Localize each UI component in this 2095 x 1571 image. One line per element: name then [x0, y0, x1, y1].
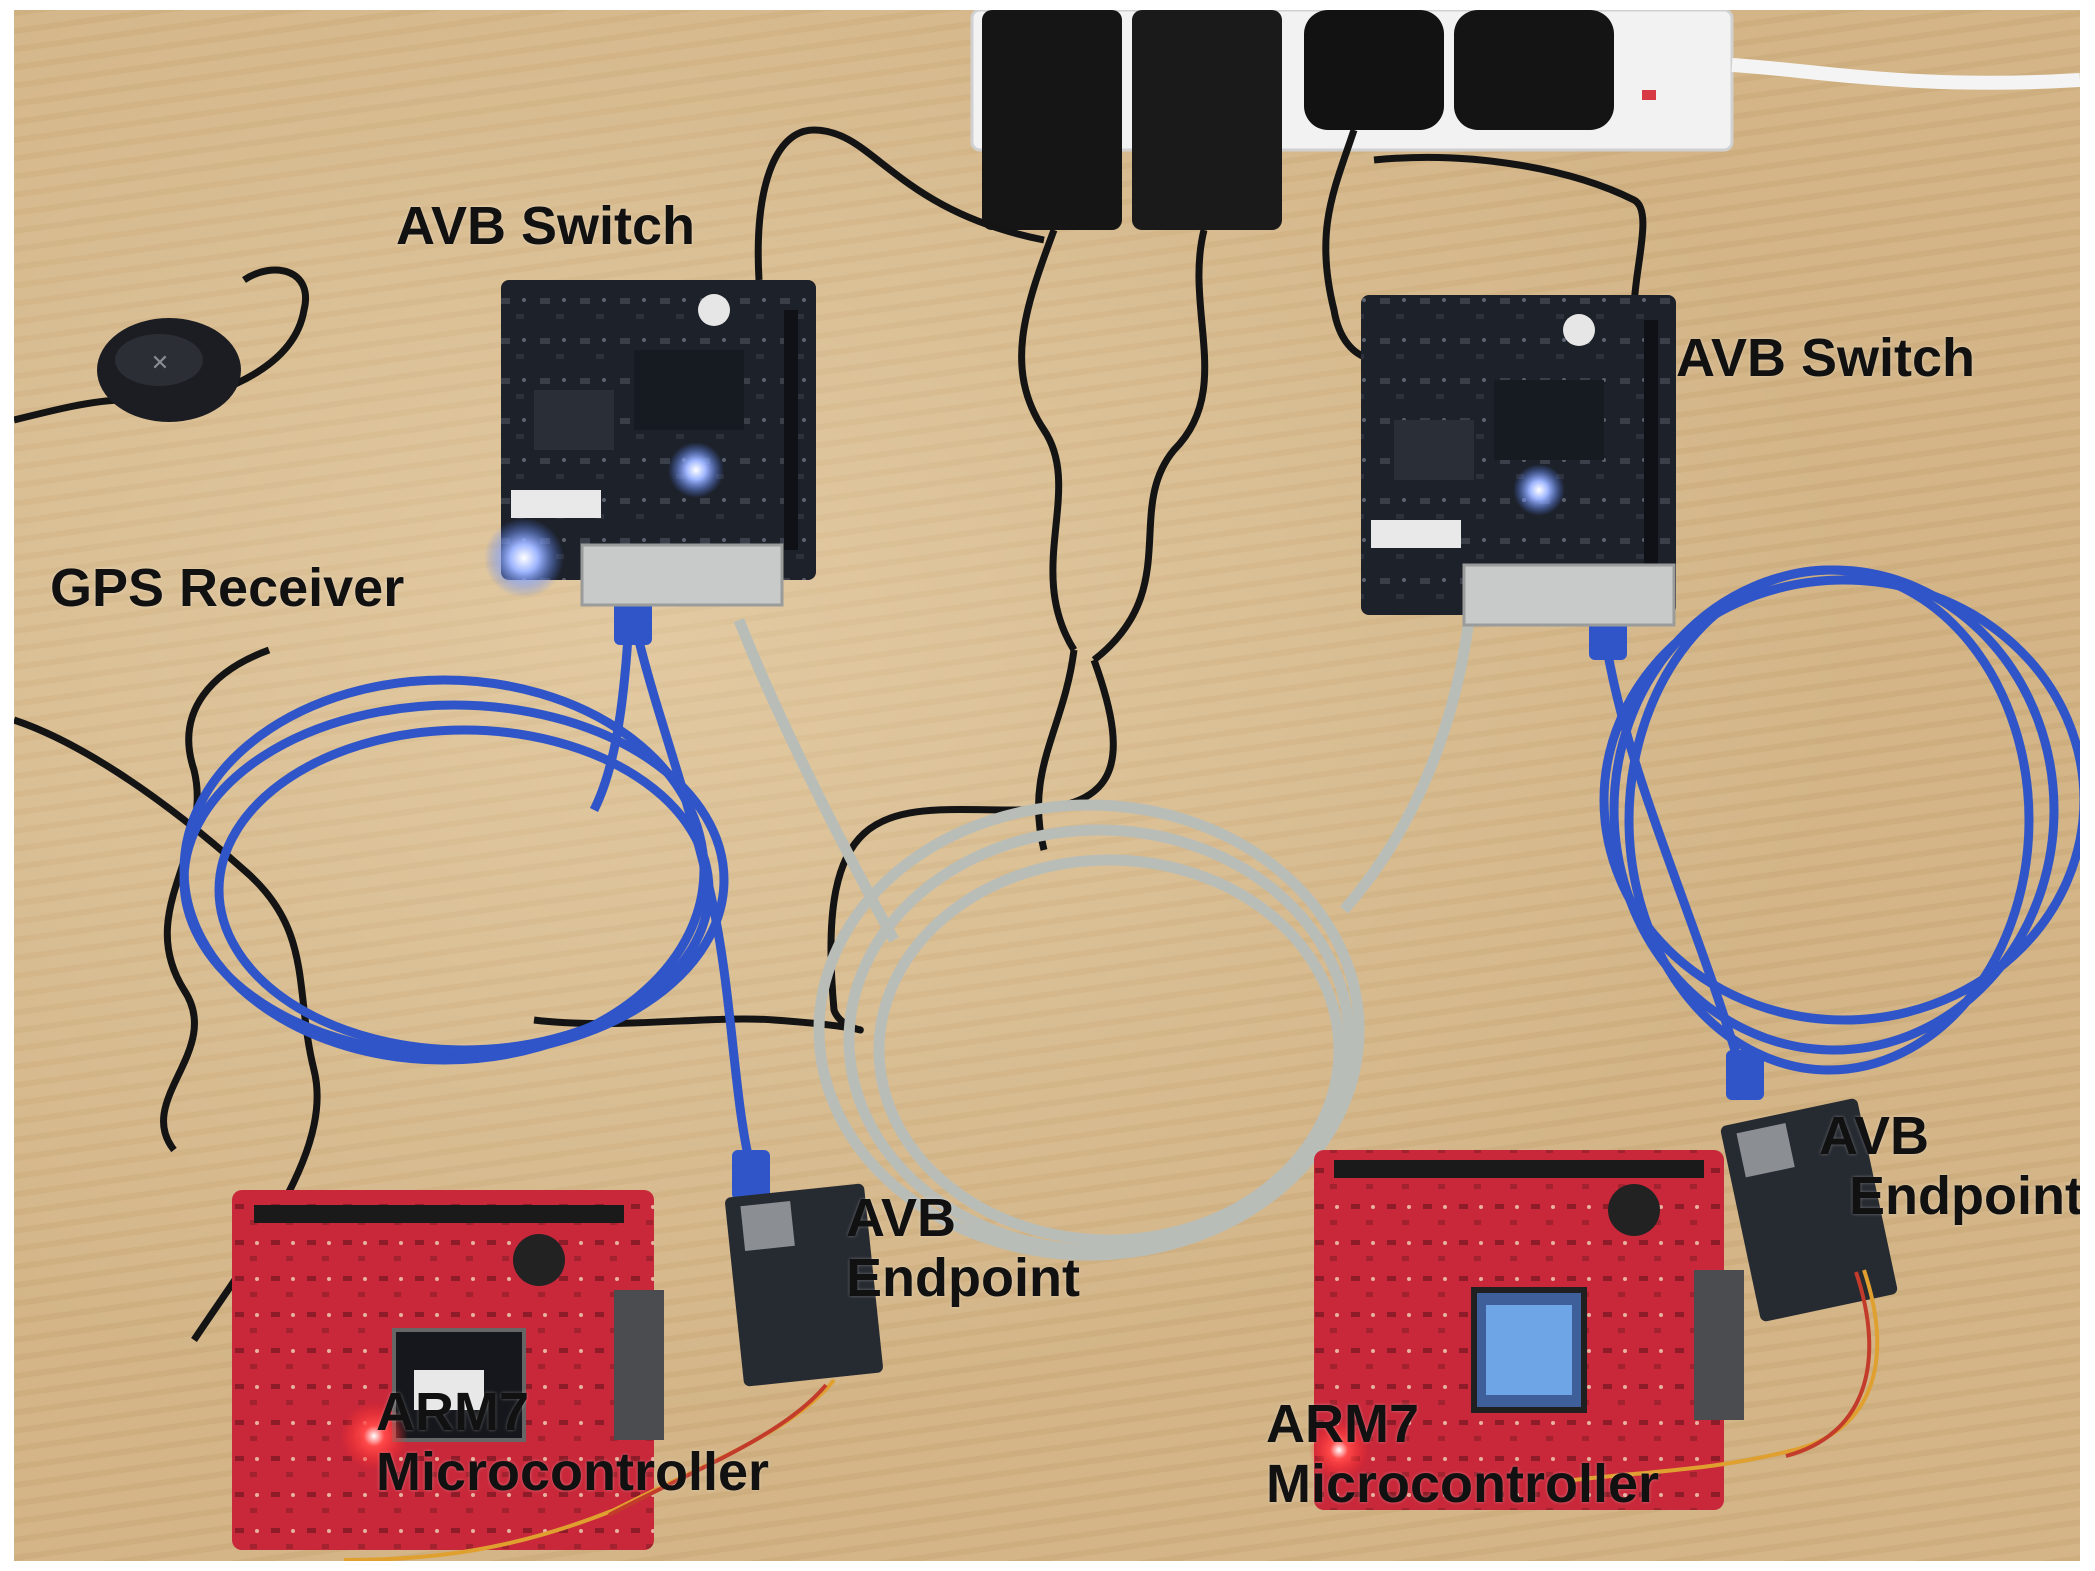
power-adapters: [982, 10, 1614, 230]
arm7-label-left: ARM7 Microcontroller: [376, 1382, 769, 1503]
arm7-label-right-line2: Microcontroller: [1266, 1454, 1660, 1515]
arm7-board-right: [1309, 1150, 1744, 1510]
arm7-label-right: ARM7 Microcontroller: [1266, 1394, 1659, 1515]
blue-ethernet-cables: [179, 565, 2080, 1182]
avb-endpoint-label-right: AVB Endpoint: [1819, 1106, 2080, 1227]
avb-endpoint-label-right-line1: AVB: [1819, 1106, 1930, 1166]
avb-switch-label-left: AVB Switch: [396, 196, 696, 256]
gps-receiver-label: GPS Receiver: [50, 558, 405, 618]
avb-endpoint-board-left: [725, 1183, 883, 1387]
avb-switch-board-left: [484, 280, 816, 607]
avb-endpoint-label-left: AVB Endpoint: [846, 1188, 1080, 1309]
grey-ethernet-cable: [733, 618, 1475, 1261]
ribbon-wires: [343, 1269, 1880, 1561]
arm7-label-left-line2: Microcontroller: [376, 1442, 770, 1503]
avb-endpoint-board-right: [1720, 1098, 1898, 1322]
avb-endpoint-label-left-line1: AVB: [846, 1188, 957, 1248]
svg-text:✕: ✕: [151, 350, 169, 375]
rj45-plug: [1726, 1050, 1764, 1100]
hardware-setup-photo: ✕: [14, 10, 2080, 1561]
rj45-plug: [614, 595, 652, 645]
arm7-board-left: [232, 1190, 664, 1550]
avb-endpoint-label-right-line2: Endpoint: [1849, 1166, 2080, 1227]
avb-switch-label-right: AVB Switch: [1676, 328, 1976, 388]
arm7-label-right-line1: ARM7: [1266, 1394, 1420, 1454]
rj45-plug: [732, 1150, 770, 1200]
avb-switch-board-right: [1361, 295, 1676, 627]
gps-receiver-device: ✕: [97, 318, 241, 422]
arm7-label-left-line1: ARM7: [376, 1382, 530, 1442]
photo-illustration: ✕: [14, 10, 2080, 1561]
avb-endpoint-label-left-line2: Endpoint: [846, 1248, 1080, 1309]
